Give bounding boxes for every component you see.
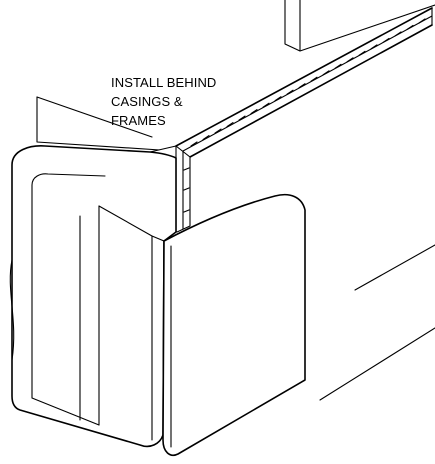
rail-screw xyxy=(334,63,342,69)
rail-screw xyxy=(226,122,234,128)
rail-screw xyxy=(406,24,414,31)
rail-screw xyxy=(370,44,378,50)
rail-screw xyxy=(214,128,222,134)
rail-screw xyxy=(298,83,306,89)
rail-screw xyxy=(262,102,270,108)
rail-screw xyxy=(274,96,282,102)
rail-screw xyxy=(322,70,330,76)
rail-screw xyxy=(202,134,210,141)
bracket-screw xyxy=(183,187,190,191)
callout-line-2: CASINGS & xyxy=(111,94,183,109)
rail-screw xyxy=(286,89,294,95)
bracket-screw xyxy=(183,209,190,213)
callout-line-1: INSTALL BEHIND xyxy=(111,75,217,90)
install-callout: INSTALL BEHIND CASINGS & FRAMES xyxy=(111,73,261,130)
rail-screw xyxy=(238,115,246,121)
mounting-rail xyxy=(175,7,433,158)
callout-line-3: FRAMES xyxy=(111,113,166,128)
corner-guard-cover xyxy=(9,145,306,456)
rail-screw xyxy=(310,76,318,82)
upper-casing-frame xyxy=(284,0,435,52)
bracket-screw xyxy=(183,167,190,171)
rail-screw xyxy=(346,57,354,63)
rail-screw xyxy=(394,31,402,37)
bracket-screws xyxy=(183,167,190,213)
rail-screw xyxy=(358,50,366,56)
wall-plane xyxy=(36,96,435,401)
rail-screw xyxy=(250,109,258,115)
rail-screw xyxy=(382,37,390,43)
rail-screw xyxy=(190,141,198,147)
rail-screw xyxy=(418,18,426,24)
rail-screws xyxy=(190,18,426,147)
